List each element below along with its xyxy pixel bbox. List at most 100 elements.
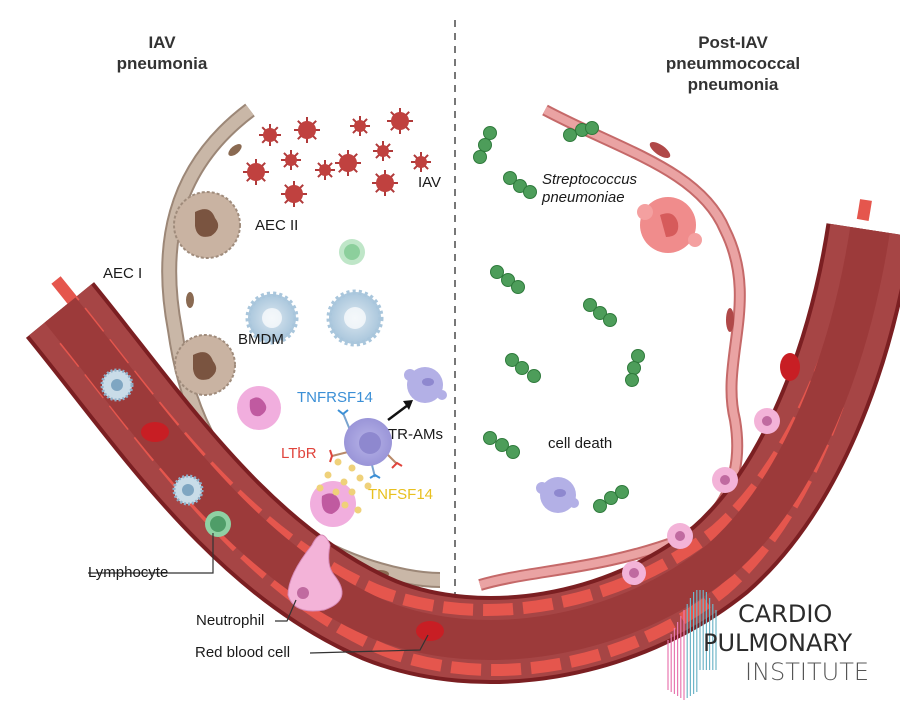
- virus-particle: [350, 116, 370, 136]
- vessel-neutrophils: [622, 408, 780, 585]
- virus-particle: [373, 141, 393, 161]
- bacterium: [615, 485, 629, 499]
- bacterium: [631, 349, 645, 363]
- ligand-dot: [348, 488, 356, 496]
- tnfrsf14-receptor-icon: [337, 409, 349, 416]
- aec1-nucleus: [186, 292, 194, 308]
- virus-particle: [259, 124, 281, 146]
- virus-particle: [372, 170, 398, 196]
- logo-line3: INSTITUTE: [745, 658, 869, 686]
- bacteria-chain: [625, 349, 645, 387]
- label-iav: IAV: [418, 174, 441, 191]
- bacterium: [511, 280, 525, 294]
- ligand-dot: [341, 501, 349, 509]
- epithelial-nucleus: [649, 141, 671, 159]
- right-panel-title-line2: pneummococcal: [666, 54, 800, 73]
- bacterium: [483, 431, 497, 445]
- ligand-dot: [356, 474, 364, 482]
- bacterium: [603, 313, 617, 327]
- alveolar-wall-inner: [478, 106, 744, 589]
- ligand-dot: [340, 478, 348, 486]
- left-panel-title-line1: IAV: [148, 33, 176, 52]
- virus-particle: [294, 117, 320, 143]
- rbc-leader: [309, 634, 429, 654]
- red-blood-cell: [416, 621, 444, 641]
- bacteria-chain: [503, 171, 537, 199]
- alveolar-lymphocyte: [339, 239, 365, 265]
- label-ltbr: LTbR: [281, 445, 317, 462]
- vessel-monocytes: [100, 368, 204, 506]
- bmdm-cell: [245, 291, 299, 345]
- aec2-cell: [173, 191, 241, 259]
- virus-particle: [243, 159, 269, 185]
- virus-particle: [387, 108, 413, 134]
- virus-particle: [315, 160, 335, 180]
- lymphocyte-cell: [205, 511, 231, 537]
- left-panel-title-line2: pneumonia: [117, 54, 208, 73]
- streptococcus-pneumoniae-chains: [473, 121, 645, 513]
- bacteria-chain: [490, 265, 525, 294]
- tnfrsf14-receptor-icon: [369, 473, 381, 479]
- ligand-dot: [332, 488, 340, 496]
- bacterium: [483, 126, 497, 140]
- bacterium: [593, 306, 607, 320]
- bacterium: [583, 298, 597, 312]
- logo-line2: PULMONARY: [703, 629, 853, 657]
- bacterium: [585, 121, 599, 135]
- red-blood-cell: [780, 353, 800, 381]
- label-tnfrsf14: TNFRSF14: [297, 389, 373, 406]
- tr-am-cell: [329, 409, 403, 479]
- ligand-dot: [348, 464, 356, 472]
- bacterium: [501, 273, 515, 287]
- cpi-logo: CARDIO PULMONARY INSTITUTE: [667, 590, 869, 700]
- virus-particle: [281, 181, 307, 207]
- bacteria-chain: [505, 353, 541, 383]
- lymphocyte-leader: [88, 533, 214, 574]
- red-blood-cells: [141, 353, 800, 641]
- label-tr-ams: TR-AMs: [388, 426, 443, 443]
- bacterium: [627, 361, 641, 375]
- vessel-lumen: [44, 226, 890, 660]
- alveolar-neutrophil: [310, 481, 356, 527]
- label-tnfsf14: TNFSF14: [368, 486, 433, 503]
- right-panel-title-line3: pneumonia: [688, 75, 779, 94]
- aec2-cell: [174, 334, 236, 396]
- bacterium: [625, 373, 639, 387]
- dying-tr-am: [404, 367, 447, 403]
- bacteria-chain: [593, 485, 629, 513]
- ligand-dot: [316, 484, 324, 492]
- bacterium: [503, 171, 517, 185]
- iav-virus-particles: [243, 108, 431, 207]
- transmigrating-neutrophil: [287, 534, 343, 612]
- bacteria-chain: [583, 298, 617, 327]
- label-bmdm: BMDM: [238, 331, 284, 348]
- ligand-dot: [354, 506, 362, 514]
- bacteria-chain: [483, 431, 520, 459]
- virus-particle: [335, 150, 361, 176]
- ligand-dot: [324, 471, 332, 479]
- ligand-dot: [334, 458, 342, 466]
- bacteria-chain: [473, 126, 497, 164]
- epithelial-nucleus: [726, 308, 734, 332]
- bacteria-chain: [563, 121, 599, 142]
- label-rbc: Red blood cell: [195, 644, 290, 661]
- damaged-epithelial-cell: [637, 197, 702, 253]
- ligand-dot: [364, 482, 372, 490]
- bacterium: [593, 499, 607, 513]
- red-blood-cell: [141, 422, 169, 442]
- bacterium: [490, 265, 504, 279]
- logo-stripes: [667, 590, 717, 700]
- virus-particle: [281, 150, 301, 170]
- bacterium: [515, 361, 529, 375]
- neutrophil-leader: [275, 599, 297, 622]
- ltbr-receptor-icon: [391, 461, 403, 469]
- aec1-nucleus: [228, 144, 242, 156]
- label-lymphocyte: Lymphocyte: [88, 564, 168, 581]
- bacterium: [495, 438, 509, 452]
- bacterium: [506, 445, 520, 459]
- label-neutrophil: Neutrophil: [196, 612, 264, 629]
- virus-particle: [411, 152, 431, 172]
- bacterium: [527, 369, 541, 383]
- label-strep-line1: Streptococcus: [542, 171, 638, 188]
- right-panel-title-line1: Post-IAV: [698, 33, 768, 52]
